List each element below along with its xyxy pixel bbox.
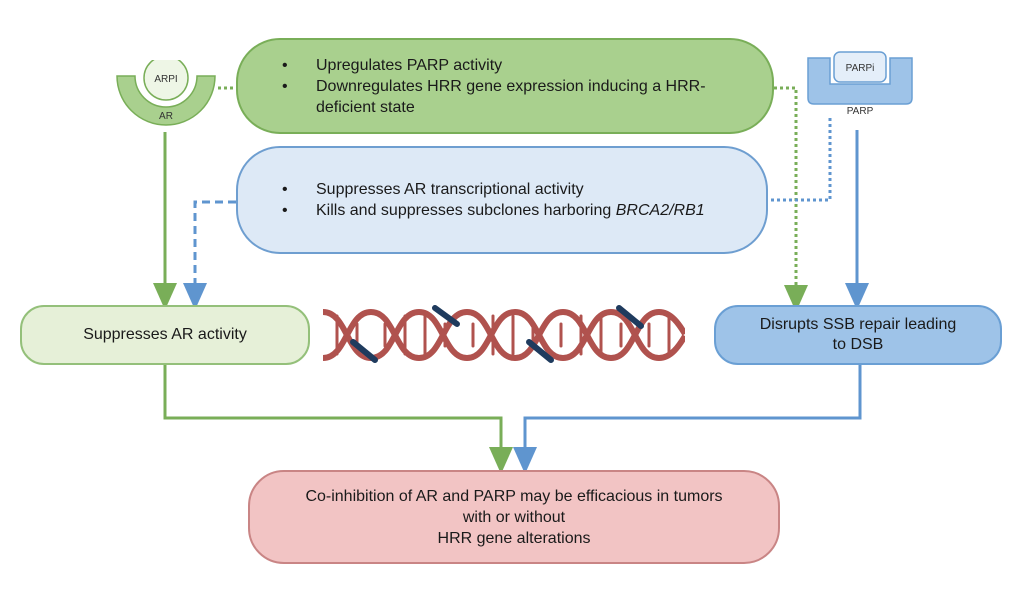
- suppress-ar-label: Suppresses AR activity: [83, 326, 247, 343]
- dna-binding-marks: [350, 305, 644, 363]
- parp-to-effects-dotted: [768, 118, 832, 202]
- arpi-effects-box: Upregulates PARP activity Downregulates …: [236, 38, 774, 134]
- arpi-inner-label: ARPI: [154, 74, 177, 85]
- parpi-effect-text: Kills and suppresses subclones harboring: [316, 202, 616, 219]
- parpi-effects-to-suppress-dashed: [183, 200, 236, 310]
- dna-strand-b: [323, 308, 685, 362]
- dna-base-pairs: [335, 314, 671, 356]
- suppress-ar-box: Suppresses AR activity: [20, 305, 310, 365]
- ssb-repair-line-2: to DSB: [832, 336, 884, 353]
- ssb-repair-line-1: Disrupts SSB repair leading: [759, 316, 957, 333]
- parpi-effect-item: Suppresses AR transcriptional activity: [278, 179, 740, 200]
- ssb-repair-box: Disrupts SSB repair leading to DSB: [714, 305, 1002, 365]
- conclusion-line-3: HRR gene alterations: [437, 529, 591, 547]
- parpi-inner-label: PARPi: [846, 63, 875, 74]
- dna-helix-icon: [323, 305, 685, 363]
- conclusion-line-1: Co-inhibition of AR and PARP may be effi…: [305, 487, 723, 505]
- ar-receptor-icon: ARPI AR: [116, 60, 216, 126]
- parpi-effects-list: Suppresses AR transcriptional activity K…: [278, 179, 740, 221]
- ar-outer-label: AR: [159, 111, 173, 122]
- arpi-effects-to-ssb-dotted: [774, 86, 808, 312]
- gene-names: BRCA2/RB1: [615, 202, 705, 219]
- parpi-effect-item: Kills and suppresses subclones harboring…: [278, 200, 740, 221]
- conclusion-box: Co-inhibition of AR and PARP may be effi…: [248, 470, 780, 564]
- conclusion-line-2: with or without: [462, 508, 566, 526]
- arpi-effect-item: Downregulates HRR gene expression induci…: [278, 76, 746, 118]
- parpi-effects-box: Suppresses AR transcriptional activity K…: [236, 146, 768, 254]
- parp-outer-label: PARP: [847, 106, 874, 117]
- parp-enzyme-icon: PARPi PARP: [807, 51, 913, 117]
- ssb-to-conclusion-arrow: [513, 365, 862, 474]
- arpi-effect-item: Upregulates PARP activity: [278, 55, 746, 76]
- suppress-to-conclusion-arrow: [163, 365, 513, 474]
- arpi-effects-list: Upregulates PARP activity Downregulates …: [278, 55, 746, 118]
